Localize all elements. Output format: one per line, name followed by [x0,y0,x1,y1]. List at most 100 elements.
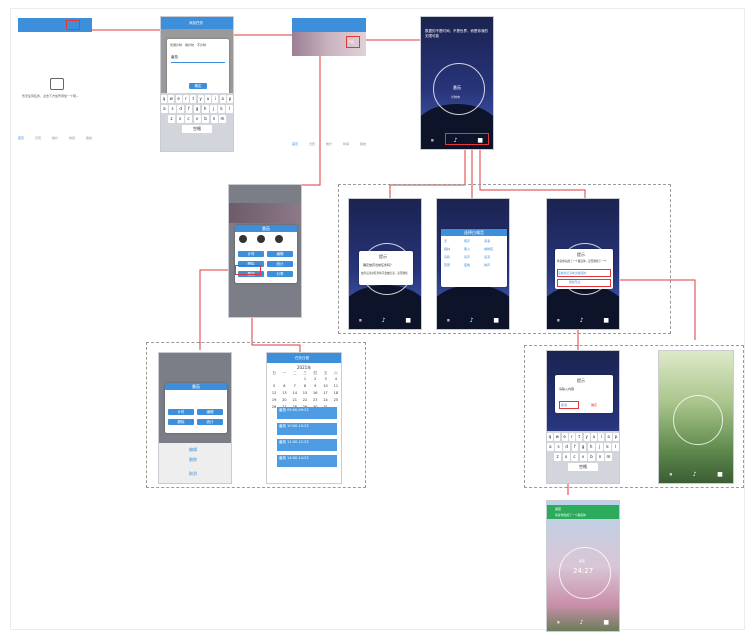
delete-icon[interactable] [275,235,283,243]
finish-secondary-option[interactable]: 继续专注 [569,280,581,284]
key[interactable]: x [562,453,570,461]
key[interactable]: c [185,115,192,123]
calendar-day[interactable]: 19 [271,398,277,402]
tab[interactable]: 日历 [308,142,315,146]
stop-icon[interactable]: ■ [405,317,412,324]
key[interactable]: w [554,433,561,441]
cancel-button[interactable]: 取消 [189,471,197,476]
key[interactable]: s [555,443,562,451]
key[interactable]: j [210,105,217,113]
key[interactable]: n [210,115,218,123]
pause-icon[interactable]: ⏸ [556,317,560,324]
music-icon[interactable]: ♪ [579,619,584,626]
event-card[interactable]: 番茄 10:00-10:25 [277,423,337,435]
timer-icon[interactable] [239,235,247,243]
key[interactable]: h [587,443,595,451]
mode-option[interactable]: 普通计时 [170,43,183,47]
space-key[interactable]: 空格 [182,125,212,133]
noise-option[interactable]: 雨声 [464,239,471,243]
key[interactable]: s [169,105,176,113]
menu-item[interactable]: 计时 [238,251,264,257]
key[interactable]: e [561,433,568,441]
mode-option[interactable]: 不计时 [197,43,207,47]
key[interactable]: g [193,105,201,113]
calendar-day[interactable]: 8 [303,384,307,388]
pause-icon[interactable]: ⏸ [669,471,673,478]
key[interactable]: l [612,443,619,451]
key[interactable]: f [571,443,579,451]
noise-option[interactable]: 森林 [444,247,451,251]
noise-option[interactable]: 海浪 [484,239,491,243]
key[interactable]: w [168,95,175,103]
calendar-day[interactable]: 17 [323,391,328,395]
music-icon[interactable]: ♪ [469,317,474,324]
tab[interactable]: 统计 [325,142,332,146]
calendar-day[interactable]: 25 [333,398,339,402]
calendar-day[interactable]: 4 [334,377,337,381]
key[interactable]: t [190,95,197,103]
stop-icon[interactable]: ■ [477,137,484,144]
key[interactable]: g [579,443,587,451]
key[interactable]: q [547,433,553,441]
home-tab[interactable]: 首页 [18,136,25,140]
key[interactable]: n [596,453,604,461]
start-label[interactable]: 开始 [348,40,355,44]
pause-icon[interactable]: ⏸ [556,619,560,626]
tab[interactable]: 我的 [359,142,366,146]
noise-option[interactable]: 无 [444,239,448,243]
event-card[interactable]: 番茄 14:00-14:25 [277,455,337,467]
noise-option[interactable]: 咖啡馆 [484,247,494,251]
pause-icon[interactable]: ⏸ [446,317,450,324]
confirm-button[interactable]: 确定 [189,83,207,89]
key[interactable]: j [596,443,603,451]
sheet-item[interactable]: 编辑 [189,447,197,452]
calendar-day[interactable]: 5 [273,384,276,388]
key[interactable]: m [605,453,612,461]
rename-cancel[interactable]: 取消 [561,403,568,407]
key[interactable]: v [193,115,201,123]
menu-item[interactable]: 统计 [267,261,293,267]
noise-option[interactable]: 雷雨 [444,263,451,267]
stop-icon[interactable]: ■ [717,471,723,478]
tab[interactable]: 时间 [342,142,349,146]
pause-icon[interactable]: ⏸ [358,317,362,324]
calendar-day[interactable]: 1 [303,377,307,381]
key[interactable]: k [604,443,611,451]
key[interactable]: d [177,105,184,113]
key[interactable]: a [161,105,168,113]
key[interactable]: l [226,105,233,113]
finish-primary-option[interactable]: 完成并记录本次番茄钟 [558,271,586,275]
pause-icon[interactable]: ⏸ [430,137,434,144]
music-icon[interactable]: ♪ [453,137,458,144]
stop-icon[interactable]: ■ [603,619,610,626]
key[interactable]: q [161,95,167,103]
noise-option[interactable]: 鸟鸣 [444,255,451,259]
menu-item[interactable]: 统计 [197,419,223,425]
calendar-day[interactable]: 12 [271,391,277,395]
key[interactable]: f [185,105,193,113]
calendar-day[interactable]: 3 [324,377,327,381]
calendar-day[interactable]: 6 [283,384,286,388]
key[interactable]: p [227,95,233,103]
mode-option[interactable]: 倒计时 [185,43,195,47]
calendar-day[interactable]: 7 [293,384,296,388]
calendar-day[interactable]: 11 [333,384,339,388]
calendar-day[interactable]: 26 [271,405,277,409]
key[interactable]: a [547,443,554,451]
noise-option[interactable]: 篝火 [464,247,471,251]
key[interactable]: u [205,95,211,103]
calendar-day[interactable]: 13 [282,391,287,395]
key[interactable]: p [613,433,619,441]
key[interactable]: o [605,433,612,441]
key[interactable]: c [571,453,578,461]
noise-option[interactable]: 风声 [464,255,471,259]
calendar-day[interactable]: 18 [333,391,339,395]
menu-item[interactable]: 编辑 [267,251,293,257]
key[interactable]: r [569,433,575,441]
key[interactable]: t [576,433,583,441]
home-tab[interactable]: 时间 [68,136,75,140]
noise-option[interactable]: 溪流 [484,255,491,259]
key[interactable]: m [219,115,226,123]
home-tab[interactable]: 日历 [34,136,41,140]
stop-icon[interactable]: ■ [493,317,500,324]
